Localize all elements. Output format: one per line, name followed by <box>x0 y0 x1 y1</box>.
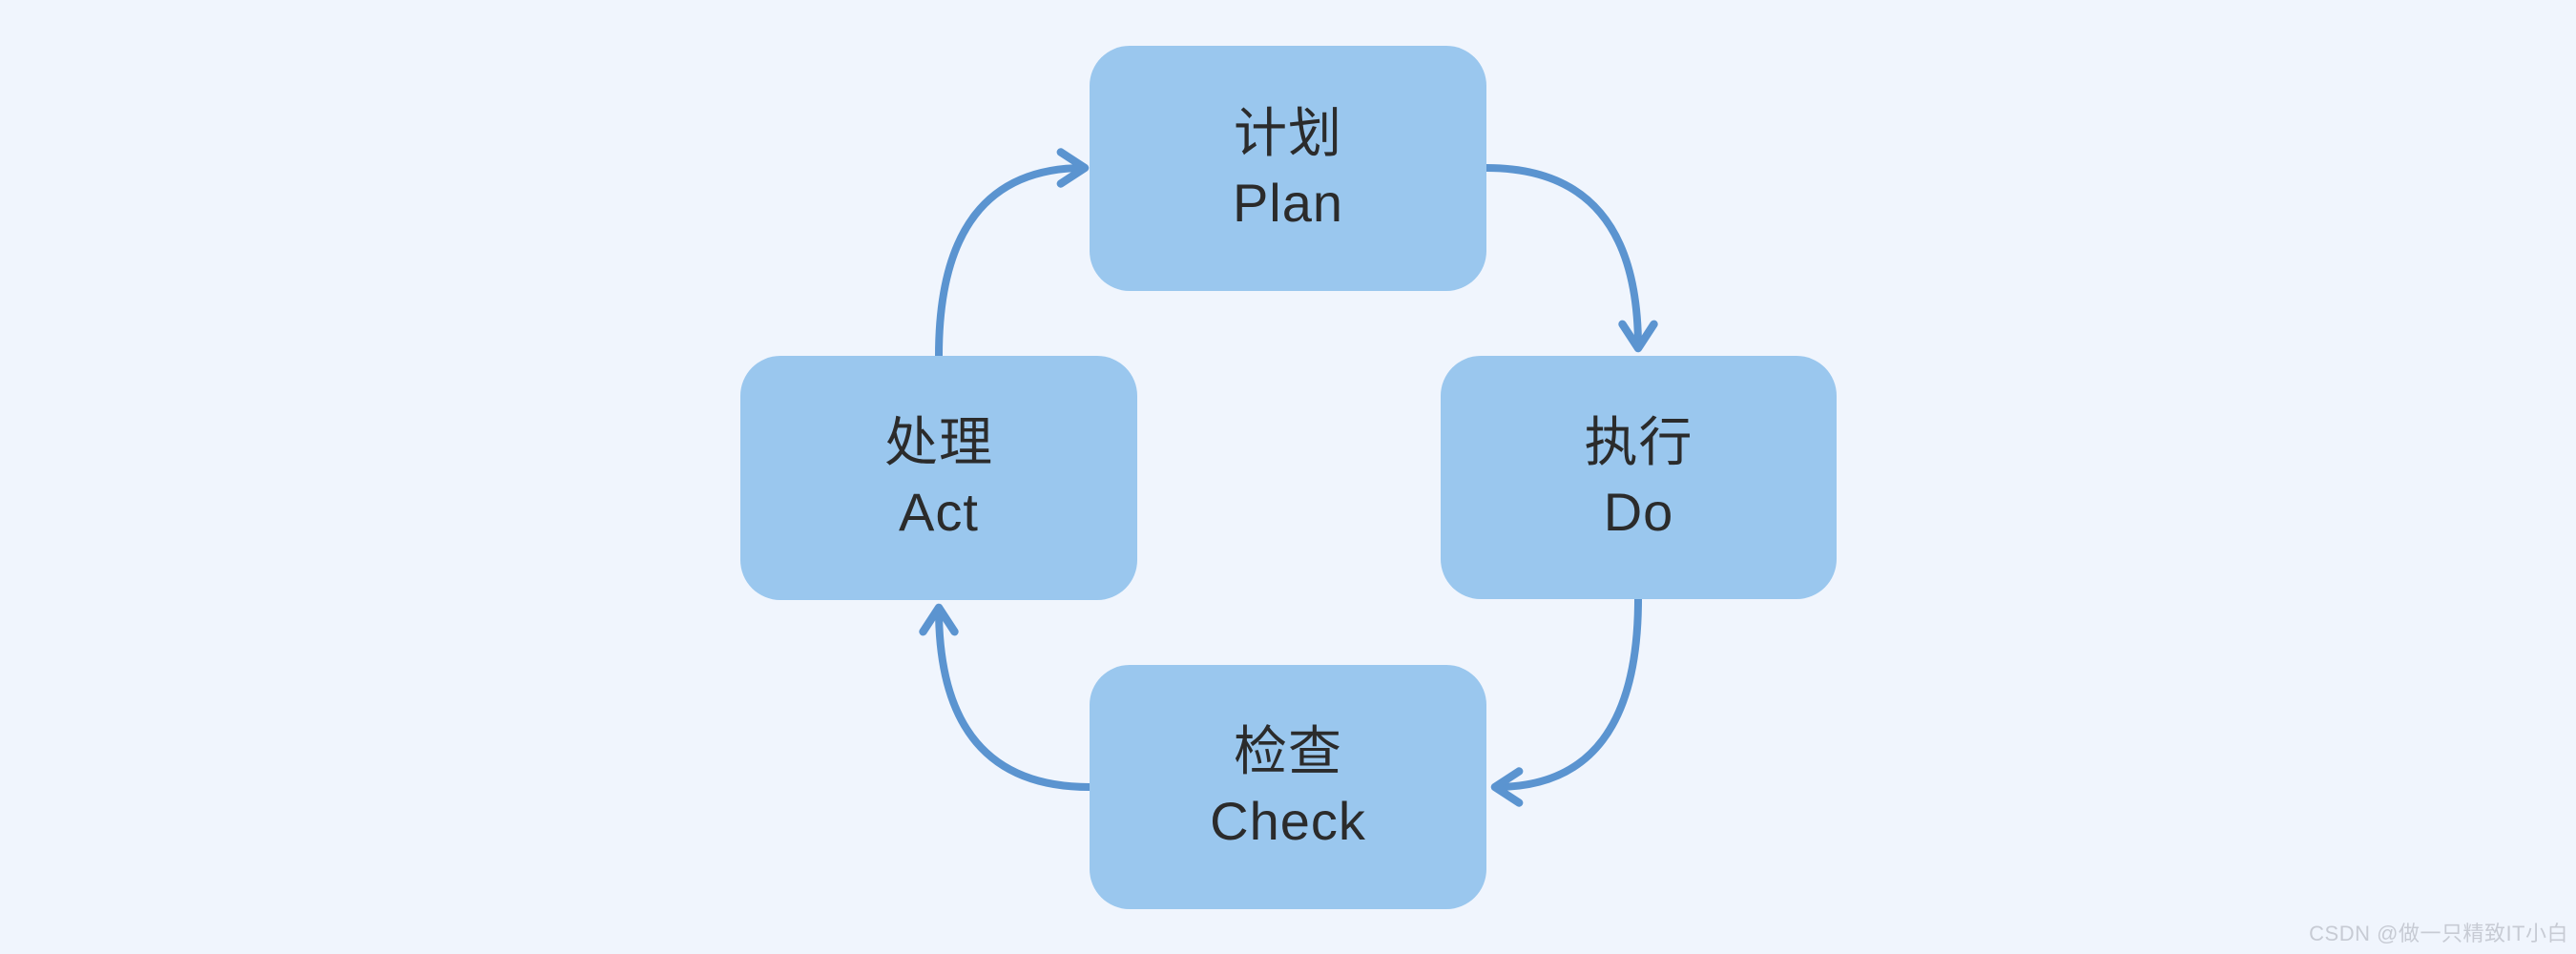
csdn-watermark: CSDN @做一只精致IT小白 <box>2309 922 2568 945</box>
node-check: 检查 Check <box>1090 665 1486 909</box>
arrow-plan-to-do-icon <box>1483 164 1658 353</box>
node-check-label-en: Check <box>1210 791 1366 851</box>
node-plan-label-zh: 计划 <box>1234 102 1342 163</box>
arrow-check-to-act-icon <box>919 603 1093 791</box>
node-act-label-en: Act <box>899 482 979 542</box>
node-act-label-zh: 处理 <box>884 412 993 473</box>
arrow-do-to-check-icon <box>1490 595 1642 807</box>
node-act: 处理 Act <box>740 356 1137 600</box>
node-plan: 计划 Plan <box>1090 46 1486 291</box>
node-do-label-en: Do <box>1603 481 1674 542</box>
node-check-label-zh: 检查 <box>1234 721 1342 782</box>
node-plan-label-en: Plan <box>1232 172 1344 233</box>
arrow-act-to-plan-icon <box>935 148 1090 360</box>
node-do-label-zh: 执行 <box>1584 411 1693 472</box>
node-do: 执行 Do <box>1441 356 1837 599</box>
